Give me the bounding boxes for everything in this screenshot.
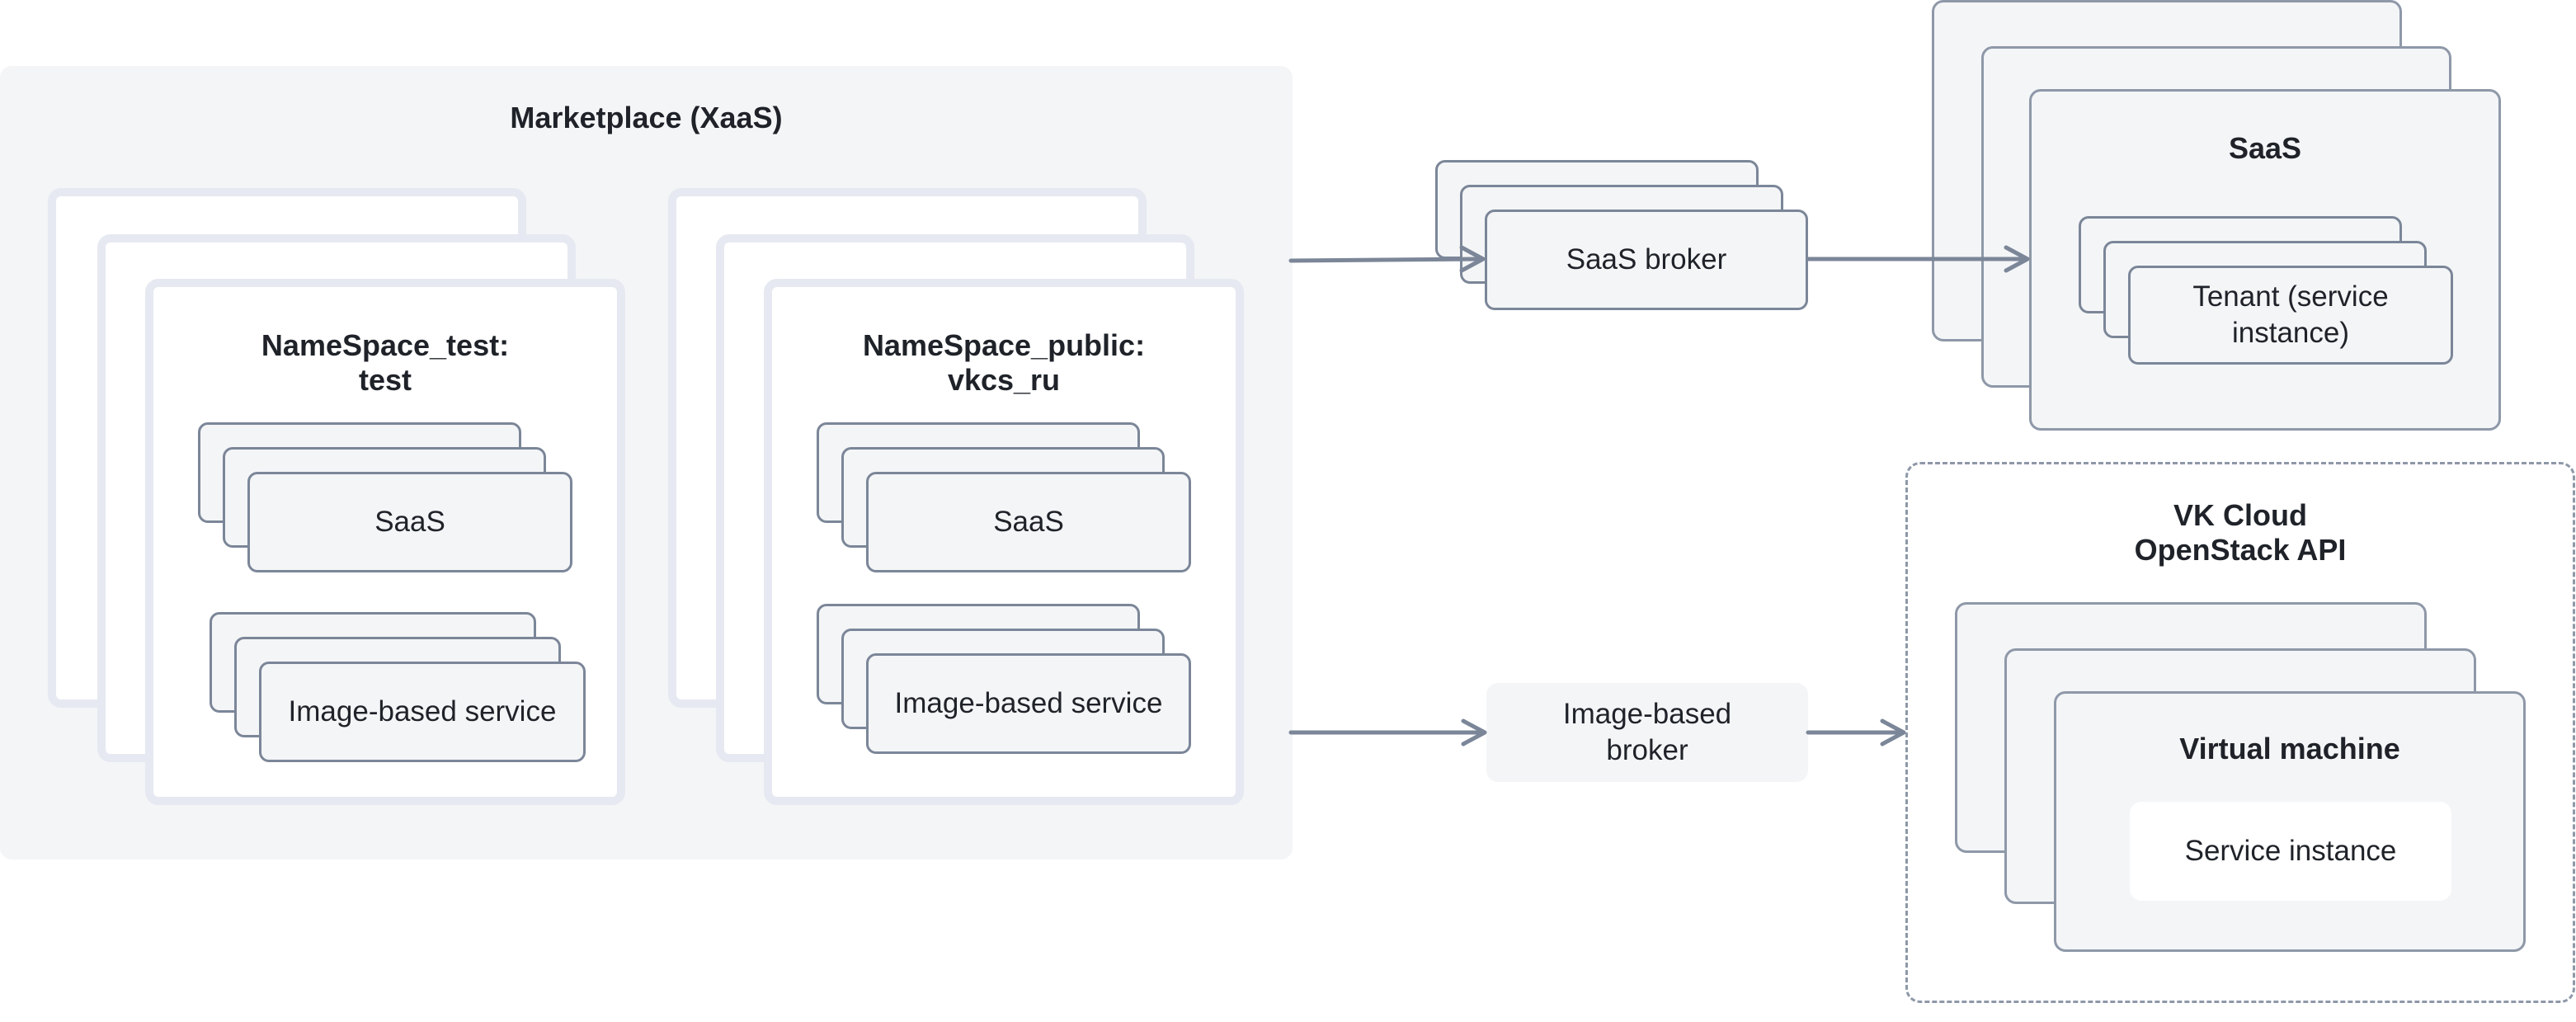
tenant-card[interactable]: Tenant (service instance) xyxy=(2128,266,2453,365)
vk-cloud-container xyxy=(1905,462,2575,1003)
namespace-public-title: NameSpace_public: xyxy=(862,328,1146,362)
ns-public-image-label: Image-based service xyxy=(894,687,1163,719)
ns-public-saas-card[interactable]: SaaS xyxy=(866,472,1191,572)
saas-broker-card[interactable]: SaaS broker xyxy=(1485,210,1808,310)
vk-cloud-title: VK Cloud OpenStack API xyxy=(1905,498,2575,568)
arrowhead-saas-provider xyxy=(2004,245,2030,273)
ns-test-saas-label: SaaS xyxy=(374,506,445,538)
image-broker-card[interactable]: Image-based broker xyxy=(1486,683,1808,782)
arrowhead-image-broker xyxy=(1461,718,1487,746)
saas-broker-label: SaaS broker xyxy=(1566,243,1727,276)
tenant-label: Tenant (service instance) xyxy=(2192,280,2389,349)
ns-public-image-card[interactable]: Image-based service xyxy=(866,653,1191,754)
namespace-public-subtitle: vkcs_ru xyxy=(947,363,1061,397)
vk-cloud-title-line2: OpenStack API xyxy=(2134,533,2347,567)
saas-provider-title: SaaS xyxy=(2228,131,2302,165)
arrowhead-vk-cloud xyxy=(1880,718,1906,746)
ns-test-saas-card[interactable]: SaaS xyxy=(247,472,572,572)
image-broker-label: Image-based broker xyxy=(1562,698,1732,766)
arrow-marketplace-to-saas-broker xyxy=(1288,257,1484,263)
namespace-test-title: NameSpace_test: xyxy=(261,328,510,362)
marketplace-title: Marketplace (XaaS) xyxy=(510,101,783,134)
ns-test-image-label: Image-based service xyxy=(288,695,557,728)
service-instance-card[interactable]: Service instance xyxy=(2130,802,2451,901)
vk-cloud-title-line1: VK Cloud xyxy=(2173,498,2307,532)
namespace-test-subtitle: test xyxy=(358,363,412,397)
ns-public-saas-label: SaaS xyxy=(993,506,1064,538)
ns-test-image-card[interactable]: Image-based service xyxy=(259,662,586,762)
service-instance-label: Service instance xyxy=(2184,835,2397,867)
arrowhead-saas-broker xyxy=(1459,245,1486,273)
vm-title: Virtual machine xyxy=(2179,732,2400,765)
